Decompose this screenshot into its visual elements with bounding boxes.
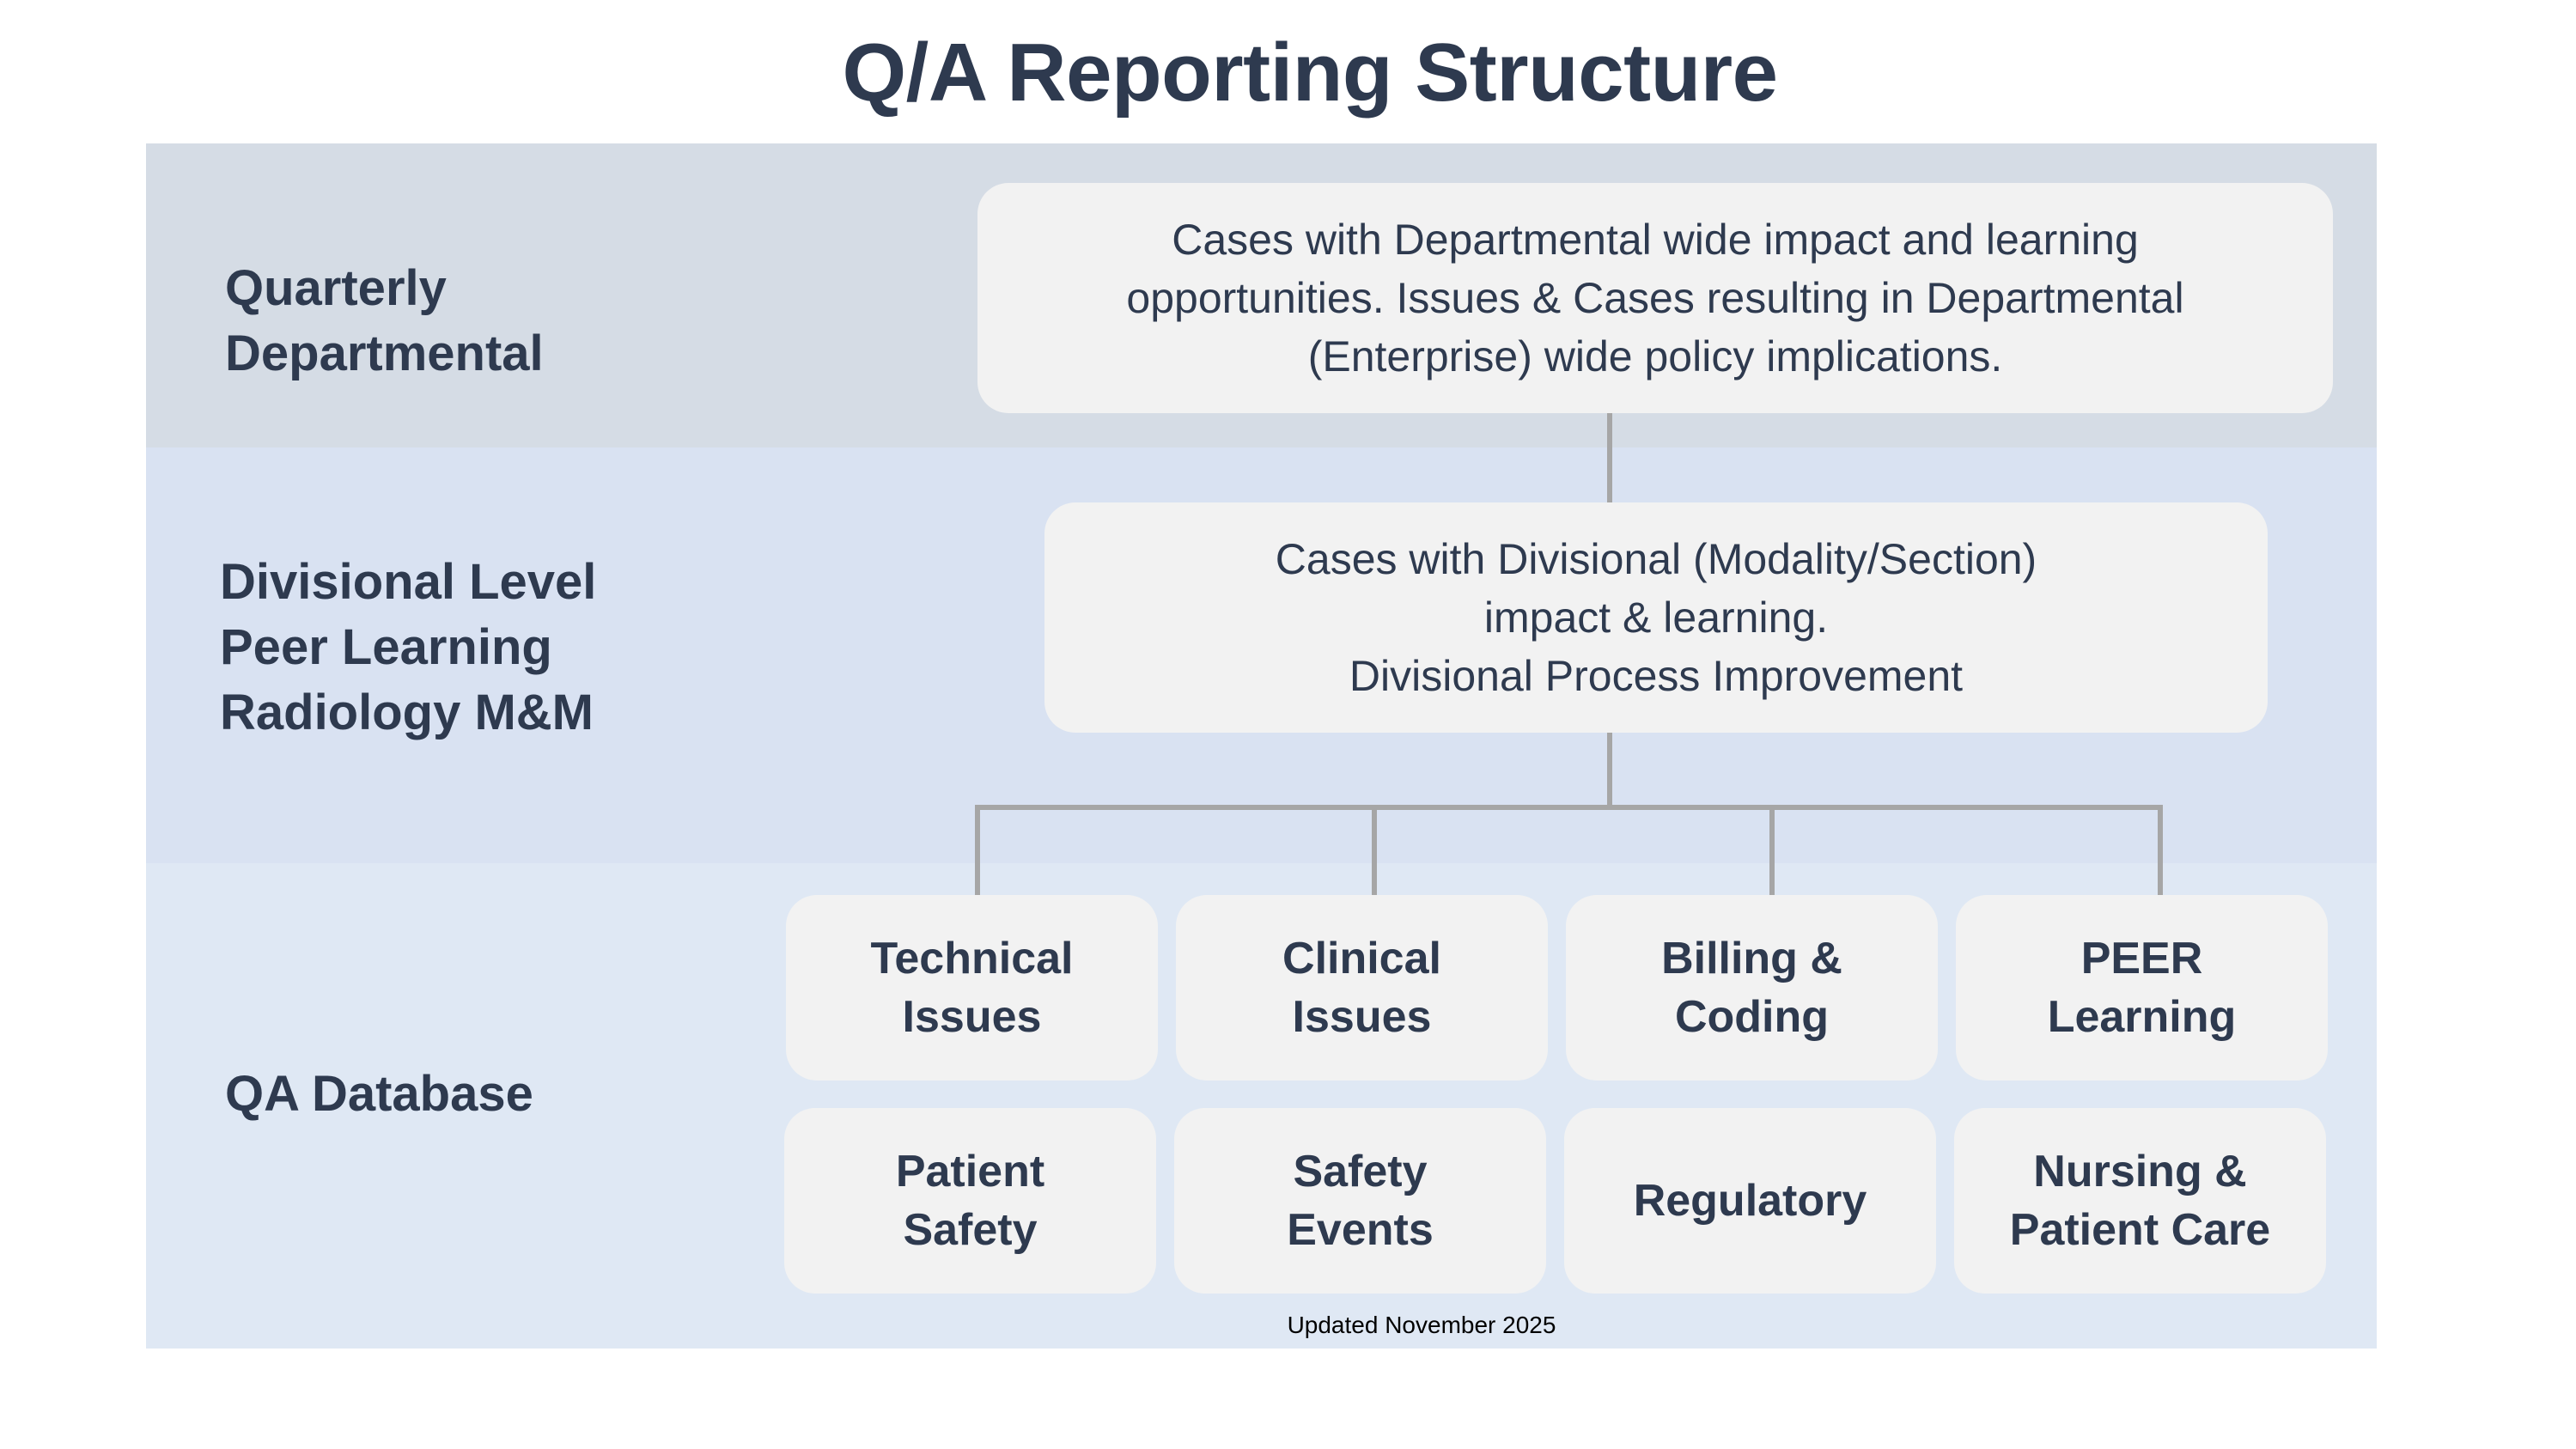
category-label: Regulatory [1633, 1176, 1867, 1226]
box-divisional-level: Cases with Divisional (Modality/Section)… [1044, 502, 2268, 733]
level-label-divisional: Divisional Level Peer Learning Radiology… [220, 554, 597, 740]
category-box-billing-coding: Billing & Coding [1566, 895, 1938, 1081]
level-label-qa-database: QA Database [225, 1066, 533, 1122]
page-title: Q/A Reporting Structure [842, 27, 1778, 119]
footnote-updated: Updated November 2025 [1287, 1312, 1556, 1338]
category-box-regulatory: Regulatory [1564, 1108, 1936, 1294]
level-label-quarterly: Quarterly Departmental [225, 260, 544, 381]
category-box-peer-learning: PEER Learning [1956, 895, 2328, 1081]
category-label: Safety Events [1287, 1147, 1434, 1255]
category-label: Billing & Coding [1661, 934, 1842, 1042]
category-box-safety-events: Safety Events [1174, 1108, 1546, 1294]
box-quarterly-text: Cases with Departmental wide impact and … [1126, 216, 2184, 381]
category-label: Patient Safety [895, 1147, 1045, 1255]
category-box-nursing-patient-care: Nursing & Patient Care [1954, 1108, 2326, 1294]
category-label: Technical Issues [870, 934, 1074, 1042]
category-label: Nursing & Patient Care [2009, 1147, 2271, 1255]
category-box-patient-safety: Patient Safety [784, 1108, 1156, 1294]
category-box-technical-issues: Technical Issues [786, 895, 1158, 1081]
category-box-clinical-issues: Clinical Issues [1176, 895, 1548, 1081]
box-divisional-text: Cases with Divisional (Modality/Section)… [1275, 535, 2037, 700]
box-quarterly-departmental: Cases with Departmental wide impact and … [977, 183, 2333, 413]
category-label: PEER Learning [2047, 934, 2237, 1042]
category-label: Clinical Issues [1282, 934, 1441, 1042]
